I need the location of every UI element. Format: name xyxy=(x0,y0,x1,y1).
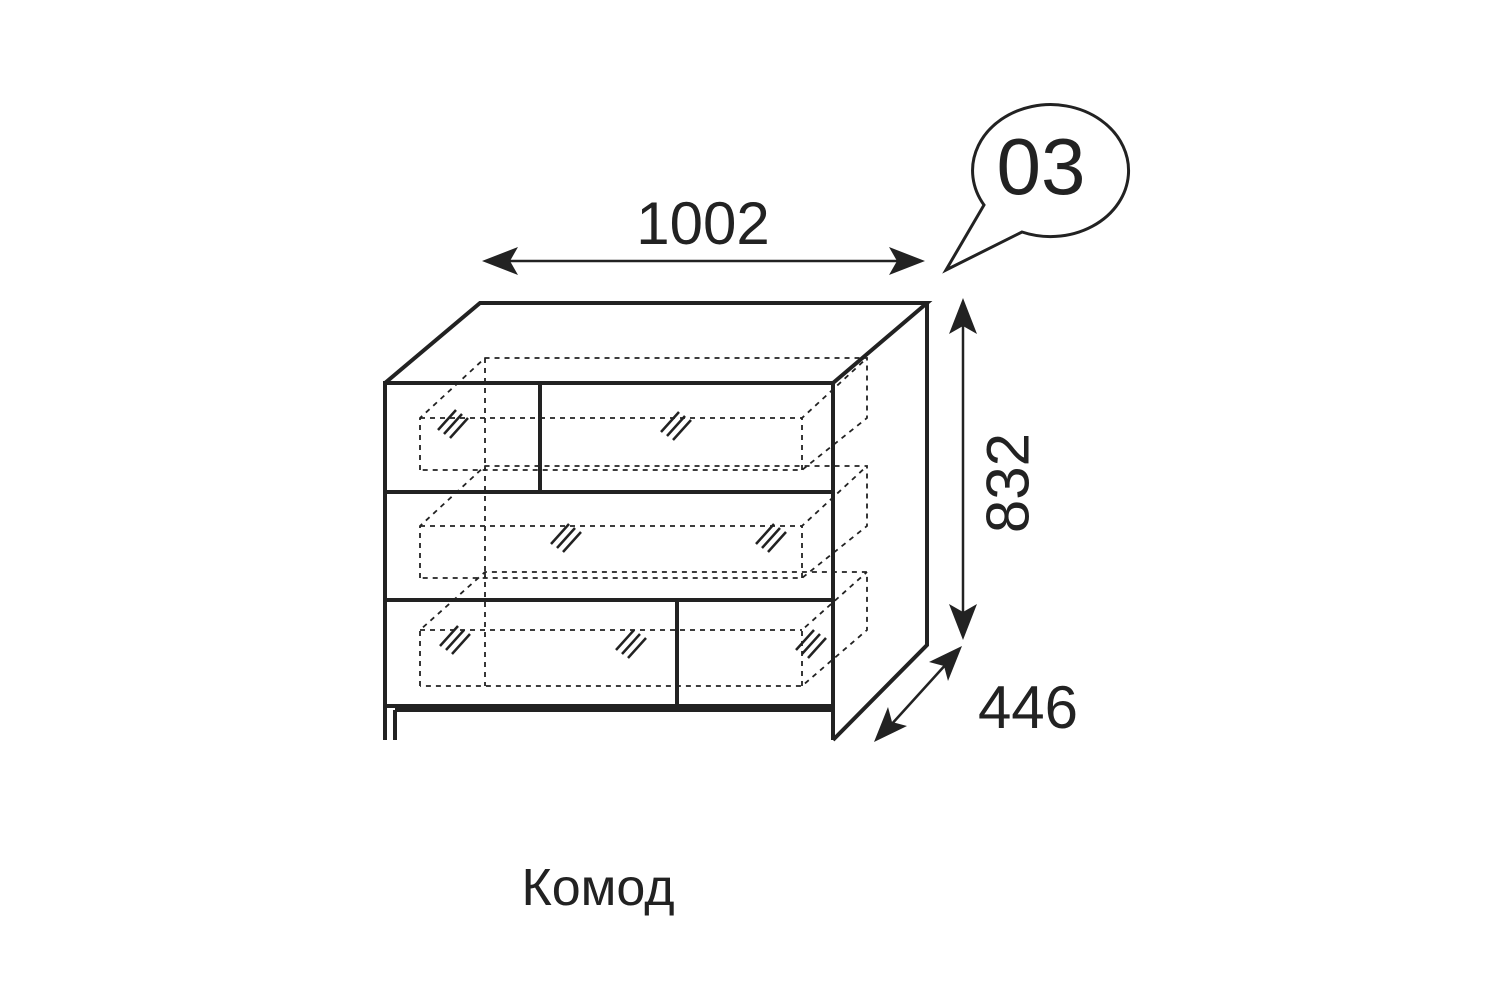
width-arrow-right xyxy=(889,247,925,275)
height-dimension: 832 xyxy=(949,298,1042,640)
hidden-drawer-box-row2 xyxy=(419,465,868,579)
height-arrow-bottom xyxy=(949,604,977,640)
glass-hatch-2 xyxy=(660,411,692,441)
glass-hatch-5 xyxy=(439,625,471,655)
depth-dimension: 446 xyxy=(874,646,1078,742)
width-arrow-left xyxy=(482,247,518,275)
depth-arrow-upper xyxy=(929,646,962,681)
width-dimension-label: 1002 xyxy=(636,190,769,257)
cabinet-side-face xyxy=(831,303,929,742)
cabinet-front-outline xyxy=(383,381,835,740)
cabinet-body xyxy=(383,301,933,742)
glass-hatch-1 xyxy=(437,409,469,439)
depth-dimension-line xyxy=(889,661,949,727)
glass-hatch-marks xyxy=(437,409,827,659)
drawer-fronts xyxy=(385,383,833,708)
badge-bubble-outline xyxy=(942,103,1131,274)
hidden-drawer-boxes xyxy=(419,357,868,687)
item-caption: Комод xyxy=(521,859,674,917)
item-number-label: 03 xyxy=(997,122,1086,211)
glass-hatch-4 xyxy=(755,523,787,553)
hidden-drawer-box-row3 xyxy=(419,571,868,687)
height-arrow-top xyxy=(949,298,977,334)
hidden-drawer-box-row1 xyxy=(419,357,868,471)
glass-hatch-6 xyxy=(615,629,647,659)
width-dimension: 1002 xyxy=(482,190,925,275)
cabinet-top-face xyxy=(383,301,933,385)
depth-dimension-label: 446 xyxy=(978,674,1078,741)
depth-arrow-lower xyxy=(874,707,907,742)
height-dimension-label: 832 xyxy=(975,433,1042,533)
glass-hatch-3 xyxy=(550,523,582,553)
item-number-badge: 03 xyxy=(942,103,1131,274)
glass-hatch-7 xyxy=(795,629,827,659)
